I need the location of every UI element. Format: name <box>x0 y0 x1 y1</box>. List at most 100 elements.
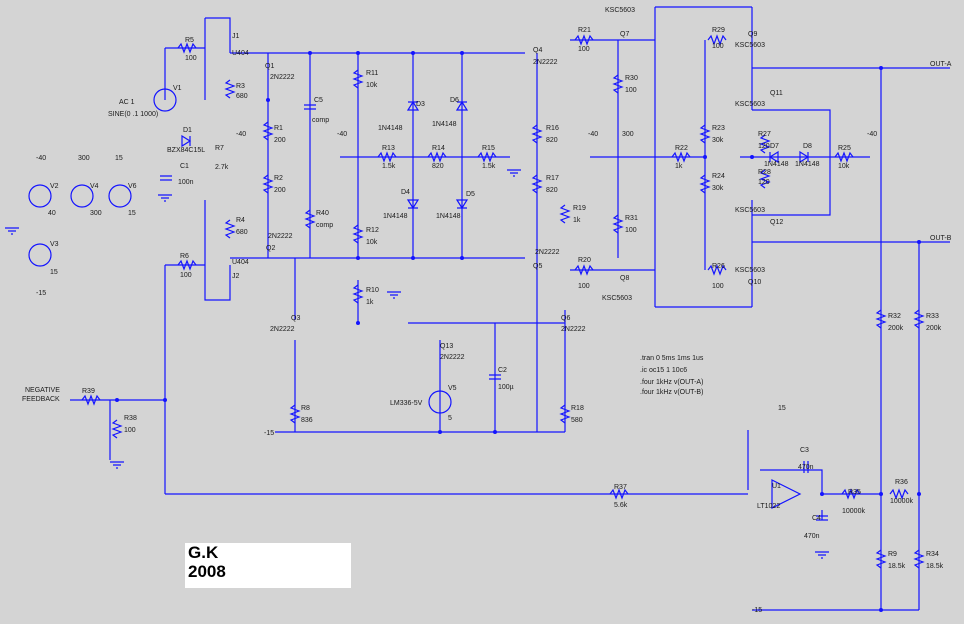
resistor-value: 30k <box>712 185 724 192</box>
resistor-value: 100 <box>578 283 590 290</box>
resistor-value: 120 <box>758 143 770 150</box>
labels: OUT-A OUT-B NEGATIVE FEEDBACK .tran 0 5m… <box>22 7 952 614</box>
resistor-value: 820 <box>546 187 558 194</box>
transistor-ref: Q9 <box>748 31 757 38</box>
resistor-value: 100 <box>712 283 724 290</box>
transistor-ref: Q6 <box>561 315 570 322</box>
resistor-value: 10k <box>366 82 378 89</box>
resistor-ref: R13 <box>382 145 395 152</box>
resistor-value: 100 <box>625 227 637 234</box>
resistor-ref: R6 <box>180 253 189 260</box>
capacitor-value: 100µ <box>498 384 514 391</box>
resistor-ref: R31 <box>625 215 638 222</box>
transistor-ref: Q10 <box>748 279 761 286</box>
transistor-ref: Q4 <box>533 47 542 54</box>
author-badge: G.K 2008 <box>185 543 351 588</box>
resistor-ref: R28 <box>758 169 771 176</box>
source-label: 15 <box>128 210 136 217</box>
resistor-ref: R39 <box>82 388 95 395</box>
transistor-part: 2N2222 <box>270 74 295 81</box>
rail-label: -40 <box>236 131 246 138</box>
resistor-ref: R11 <box>366 70 378 77</box>
resistor-value: 1.5k <box>482 163 496 170</box>
source-ref: V3 <box>50 241 59 248</box>
resistor-ref: R18 <box>571 405 584 412</box>
resistor-value: 10k <box>838 163 850 170</box>
resistor-ref: R23 <box>712 125 725 132</box>
capacitor-value: comp <box>312 117 329 124</box>
rail-label: -15 <box>752 607 762 614</box>
resistor-ref: R33 <box>926 313 939 320</box>
resistor-value: 100 <box>185 55 197 62</box>
source-part: LM336-5V <box>390 400 423 407</box>
junction-dots <box>115 51 921 612</box>
resistor-ref: R21 <box>578 27 591 34</box>
resistor-value: 100 <box>625 87 637 94</box>
source-ref: V4 <box>90 183 99 190</box>
resistor-value: 836 <box>301 417 313 424</box>
resistor-ref: R36 <box>895 479 908 486</box>
resistor-ref: R19 <box>573 205 586 212</box>
transistor-part: U404 <box>232 50 249 57</box>
resistor-ref: R26 <box>712 263 725 270</box>
resistor-ref: R32 <box>888 313 901 320</box>
rail-label: 15 <box>778 405 786 412</box>
transistor-part: KSC5603 <box>602 295 632 302</box>
source-label: 5 <box>448 415 452 422</box>
rail-label: 300 <box>622 131 634 138</box>
source-label: SINE(0 .1 1000) <box>108 111 158 118</box>
resistor-ref: R20 <box>578 257 591 264</box>
transistor-part: KSC5603 <box>735 207 765 214</box>
resistor-value: 200k <box>926 325 942 332</box>
diode-ref: D8 <box>803 143 812 150</box>
resistor-value: 100 <box>712 43 724 50</box>
transistor-ref: Q2 <box>266 245 275 252</box>
resistor-ref: R17 <box>546 175 559 182</box>
resistor-ref: R40 <box>316 210 329 217</box>
resistor-value: comp <box>316 222 333 229</box>
resistor-ref: R16 <box>546 125 559 132</box>
capacitor-ref: C5 <box>314 97 323 104</box>
resistor-ref: R1 <box>274 125 283 132</box>
source-label: 15 <box>50 269 58 276</box>
diode-part: 1N4148 <box>383 213 408 220</box>
resistor-value: 18.5k <box>888 563 906 570</box>
transistor-part: KSC5603 <box>735 101 765 108</box>
resistor-value: 10k <box>366 239 378 246</box>
resistor-value: 820 <box>546 137 558 144</box>
diode-part: 1N4148 <box>432 121 457 128</box>
resistor-value: 100 <box>180 272 192 279</box>
resistor-value: 580 <box>571 417 583 424</box>
author-year: 2008 <box>188 562 226 581</box>
resistor-value: 1.5k <box>382 163 396 170</box>
rail-label: 15 <box>115 155 123 162</box>
diode-ref: D5 <box>466 191 475 198</box>
resistor-value: 10000k <box>890 498 913 505</box>
component-symbols <box>5 34 925 569</box>
resistor-ref: R35 <box>848 489 861 496</box>
resistor-ref: R12 <box>366 227 379 234</box>
source-label: 300 <box>90 210 102 217</box>
diode-part: 1N4148 <box>436 213 461 220</box>
transistor-part: U404 <box>232 259 249 266</box>
feedback-label-1: NEGATIVE <box>25 387 60 394</box>
resistor-ref: R2 <box>274 175 283 182</box>
resistor-ref: R14 <box>432 145 445 152</box>
resistor-ref: R10 <box>366 287 379 294</box>
source-label: AC 1 <box>119 99 135 106</box>
resistor-value: 1k <box>573 217 581 224</box>
resistor-value: 10000k <box>842 508 865 515</box>
transistor-part: 2N2222 <box>535 249 560 256</box>
resistor-ref: R7 <box>215 145 224 152</box>
diode-ref: D3 <box>416 101 425 108</box>
spice-directive: .tran 0 5ms 1ms 1us <box>640 355 704 362</box>
rail-label: -40 <box>337 131 347 138</box>
resistor-value: 680 <box>236 93 248 100</box>
diode-ref: D4 <box>401 189 410 196</box>
resistor-ref: R25 <box>838 145 851 152</box>
transistor-ref: Q1 <box>265 63 274 70</box>
source-ref: V6 <box>128 183 137 190</box>
diode-part: BZX84C15L <box>167 147 205 154</box>
rail-label: -15 <box>36 290 46 297</box>
diode-ref: D6 <box>450 97 459 104</box>
